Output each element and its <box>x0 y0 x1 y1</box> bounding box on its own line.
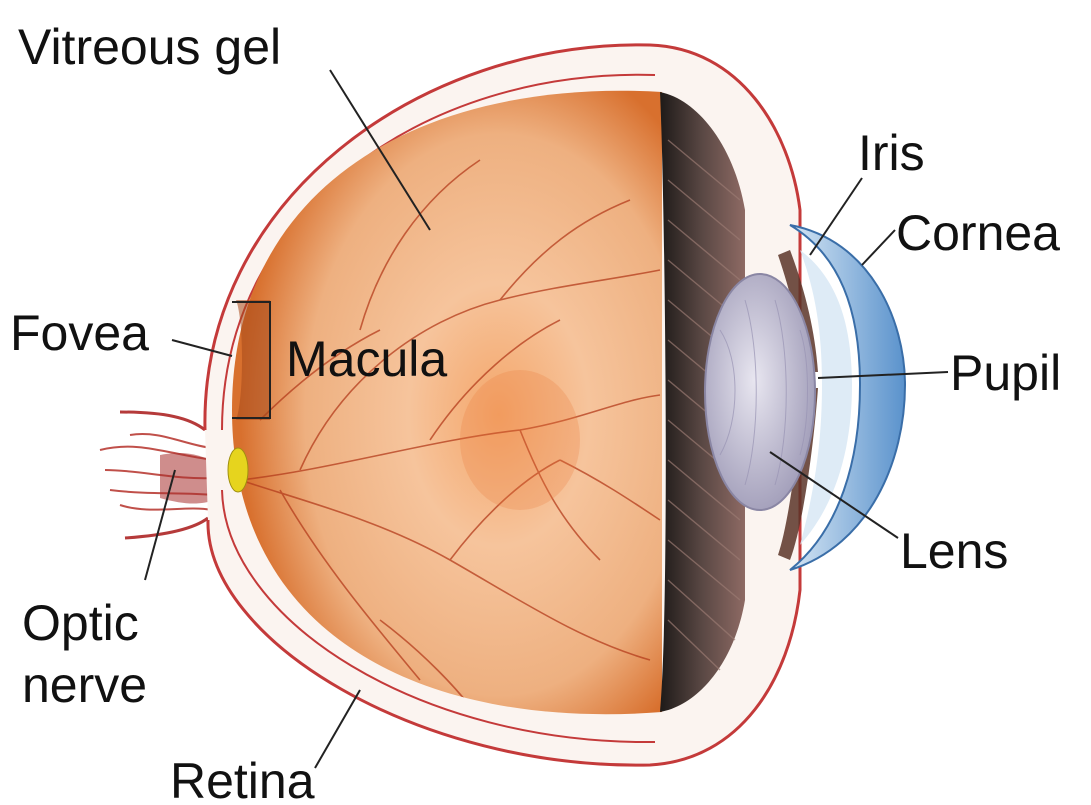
label-iris: Iris <box>858 125 925 181</box>
lens-shape <box>705 274 815 510</box>
label-lens: Lens <box>900 523 1008 579</box>
optic-disc <box>228 448 248 492</box>
label-pupil: Pupil <box>950 345 1061 401</box>
label-retina: Retina <box>170 753 315 805</box>
label-vitreous-gel: Vitreous gel <box>18 19 281 75</box>
leader-cornea <box>862 230 895 265</box>
central-retina-glow <box>460 370 580 510</box>
label-optic-nerve-line2: nerve <box>22 657 147 713</box>
label-macula: Macula <box>286 331 447 387</box>
label-optic-nerve-line1: Optic <box>22 595 139 651</box>
label-cornea: Cornea <box>896 205 1060 261</box>
label-fovea: Fovea <box>10 305 149 361</box>
leader-retina <box>315 690 360 768</box>
